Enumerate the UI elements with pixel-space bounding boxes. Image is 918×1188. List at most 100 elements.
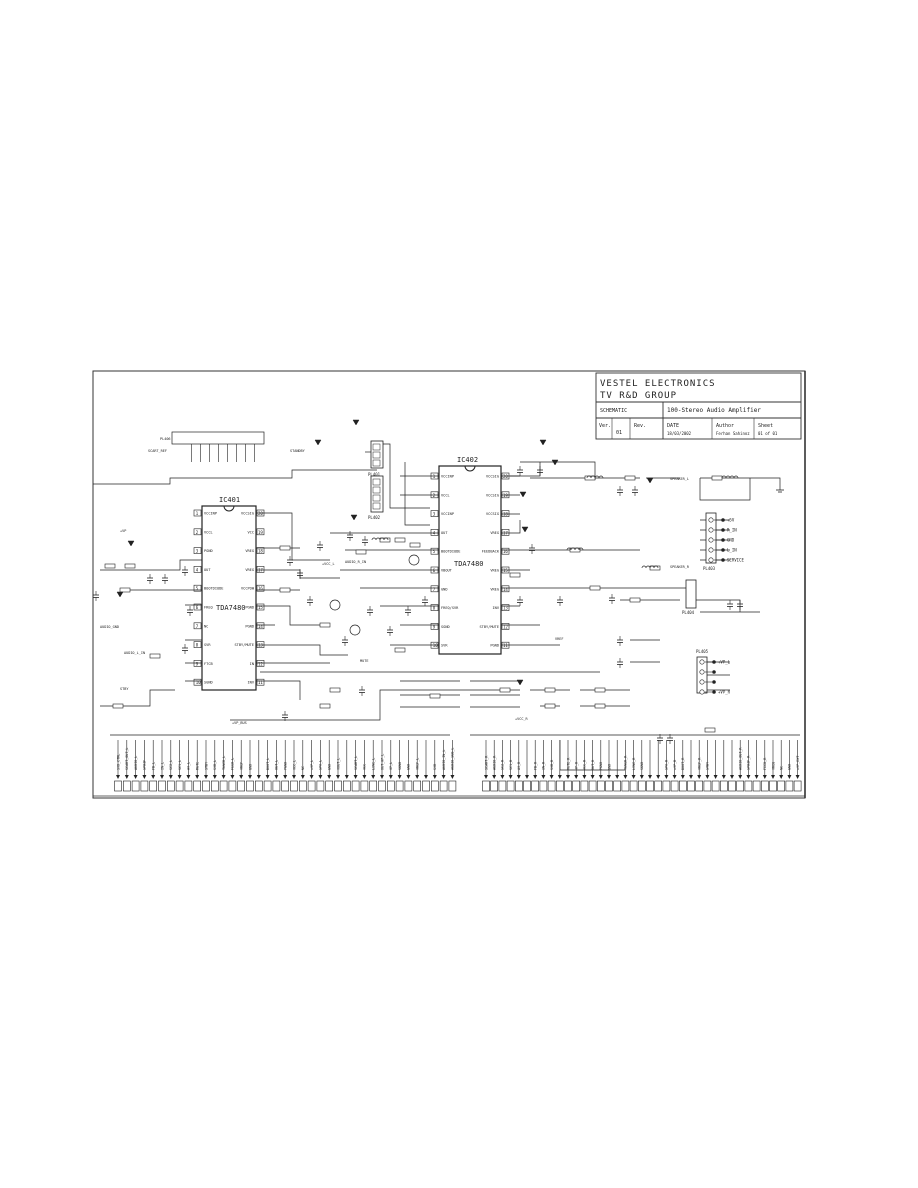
ic402-ref: IC402 xyxy=(457,456,478,464)
inductor-symbol xyxy=(566,547,584,551)
bottom-pin-box xyxy=(140,780,149,792)
ic-pin-name: STBY/MUTE xyxy=(480,625,499,629)
bottom-pin-arrow xyxy=(607,775,611,779)
bottom-pin-arrow xyxy=(133,775,138,779)
bottom-pin-arrow xyxy=(406,775,411,779)
date-label: DATE xyxy=(667,423,679,429)
bottom-pin-arrow xyxy=(353,775,358,779)
bottom-pin-label: AV_L xyxy=(187,762,191,770)
net-label-in-l: AUDIO_L_IN xyxy=(124,651,145,655)
bottom-pin-arrow xyxy=(672,775,677,779)
ic-pin-name: SVR xyxy=(204,643,211,647)
inductor-symbol xyxy=(641,565,659,569)
bottom-pin-label: +VP_L xyxy=(310,760,314,770)
connector-pin-label: +5V xyxy=(727,518,735,523)
connector-pin xyxy=(708,557,714,563)
ic-pin-box xyxy=(430,510,439,517)
ic-pin-box xyxy=(430,585,439,593)
bottom-pin-arrow xyxy=(721,775,726,779)
ic-pin-number: 11 xyxy=(258,680,263,685)
bottom-pin-arrow xyxy=(300,775,305,779)
ic-pin-name: INV xyxy=(248,681,255,685)
ic-pin-name: VREG xyxy=(245,568,254,572)
ic-pin-number: 7 xyxy=(196,624,199,629)
transistor-symbol xyxy=(349,624,361,636)
bottom-pin-box xyxy=(572,780,581,792)
resistor-symbol xyxy=(589,585,601,591)
ic-pin-name: VCCSIG xyxy=(241,512,254,516)
bottom-pin-box xyxy=(662,780,671,792)
bottom-pin-arrow xyxy=(582,775,587,779)
ic401-ref: IC401 xyxy=(219,496,240,504)
bottom-pin-box xyxy=(514,780,523,792)
bottom-pin-label: SCART_R xyxy=(484,755,488,770)
bottom-pin-box xyxy=(246,780,254,792)
bottom-pin-arrow xyxy=(204,775,208,779)
connector-pin xyxy=(699,679,705,685)
ic-pin-number: 1 xyxy=(196,511,199,516)
ic-pin-name: VBOUT xyxy=(441,569,453,573)
bottom-pin-label: BOOT_L xyxy=(266,758,270,770)
ic-pin-box xyxy=(501,604,510,611)
bottom-pin-arrow xyxy=(292,775,296,779)
bottom-pin-label: FB_L xyxy=(152,762,156,770)
ic-pin-number: 1 xyxy=(433,474,436,479)
bottom-pin-label: SVR_R xyxy=(550,759,554,770)
resistor-symbol xyxy=(379,537,391,543)
resistor-symbol xyxy=(509,572,521,578)
ic-pin-name: VREG xyxy=(490,531,499,535)
bottom-pin-label: SVD_CTRL xyxy=(116,754,120,770)
bottom-pin-label: SGND xyxy=(640,762,644,770)
bottom-pin-label: SPDIF xyxy=(143,760,147,770)
bottom-pin-arrow xyxy=(754,775,759,779)
ic-pin-box xyxy=(256,678,265,686)
bottom-pin-box xyxy=(158,780,166,792)
net-labels: SCART_REF STANDBY +VP SPEAKER_R SPEAKER_… xyxy=(100,449,690,725)
bottom-pin-box xyxy=(637,780,646,792)
net-label-speaker-r: SPEAKER_R xyxy=(670,565,690,569)
ic-pin-box xyxy=(256,547,265,554)
bottom-pin-label: GND xyxy=(248,764,252,770)
bottom-pin-box xyxy=(255,780,263,792)
company-name: VESTEL ELECTRONICS xyxy=(600,379,716,389)
supply-arrow-symbol xyxy=(646,477,654,484)
connector-node xyxy=(721,548,725,552)
bottom-pin-label: MUTE xyxy=(196,762,200,770)
ic-pin-number: 9 xyxy=(196,661,199,666)
ic-pin-number: 13 xyxy=(503,606,508,611)
resistor-symbol xyxy=(624,475,636,481)
resistor-symbol xyxy=(355,549,367,555)
resistor-symbol xyxy=(279,587,291,593)
bottom-pin-box xyxy=(744,780,753,792)
bottom-pin-label: SC1_R xyxy=(509,759,513,770)
ic-pin-box xyxy=(256,641,265,648)
bottom-pin-box xyxy=(555,780,564,792)
ic-pin-number: 5 xyxy=(196,586,199,591)
bottom-pin-box xyxy=(386,780,395,792)
bottom-pin-box xyxy=(184,780,193,792)
ic-pin-name: VCCL xyxy=(441,493,450,497)
bottom-pin-arrow xyxy=(450,775,455,779)
bottom-pin-arrow xyxy=(795,775,800,779)
bottom-pin-arrow xyxy=(525,775,529,779)
bottom-pin-box xyxy=(646,780,654,792)
connector-pin xyxy=(699,659,705,665)
rev-label: Rev. xyxy=(634,423,646,429)
ic-pin-number: 3 xyxy=(196,549,199,554)
bottom-pin-box xyxy=(613,780,622,792)
bottom-pin-box xyxy=(342,780,351,792)
bottom-pin-arrow xyxy=(160,775,164,779)
bottom-pin-arrow xyxy=(484,775,488,779)
bottom-pin-label: GND xyxy=(607,764,611,770)
bottom-pin-label: OUT_HP_L xyxy=(380,754,384,770)
ic-pin-box xyxy=(501,623,510,630)
net-label-in-r: AUDIO_R_IN xyxy=(345,560,366,564)
bottom-pin-label: BOOT_R xyxy=(681,757,685,770)
supply-arrow-symbol xyxy=(127,540,135,547)
bottom-pin-arrow xyxy=(283,775,288,779)
bottom-pin-box xyxy=(711,780,720,792)
bottom-pin-label: GND xyxy=(407,764,411,770)
bottom-pin-label: VREF_R xyxy=(698,757,702,770)
bottom-pin-box xyxy=(378,780,386,792)
ic-pin-box xyxy=(501,547,510,555)
